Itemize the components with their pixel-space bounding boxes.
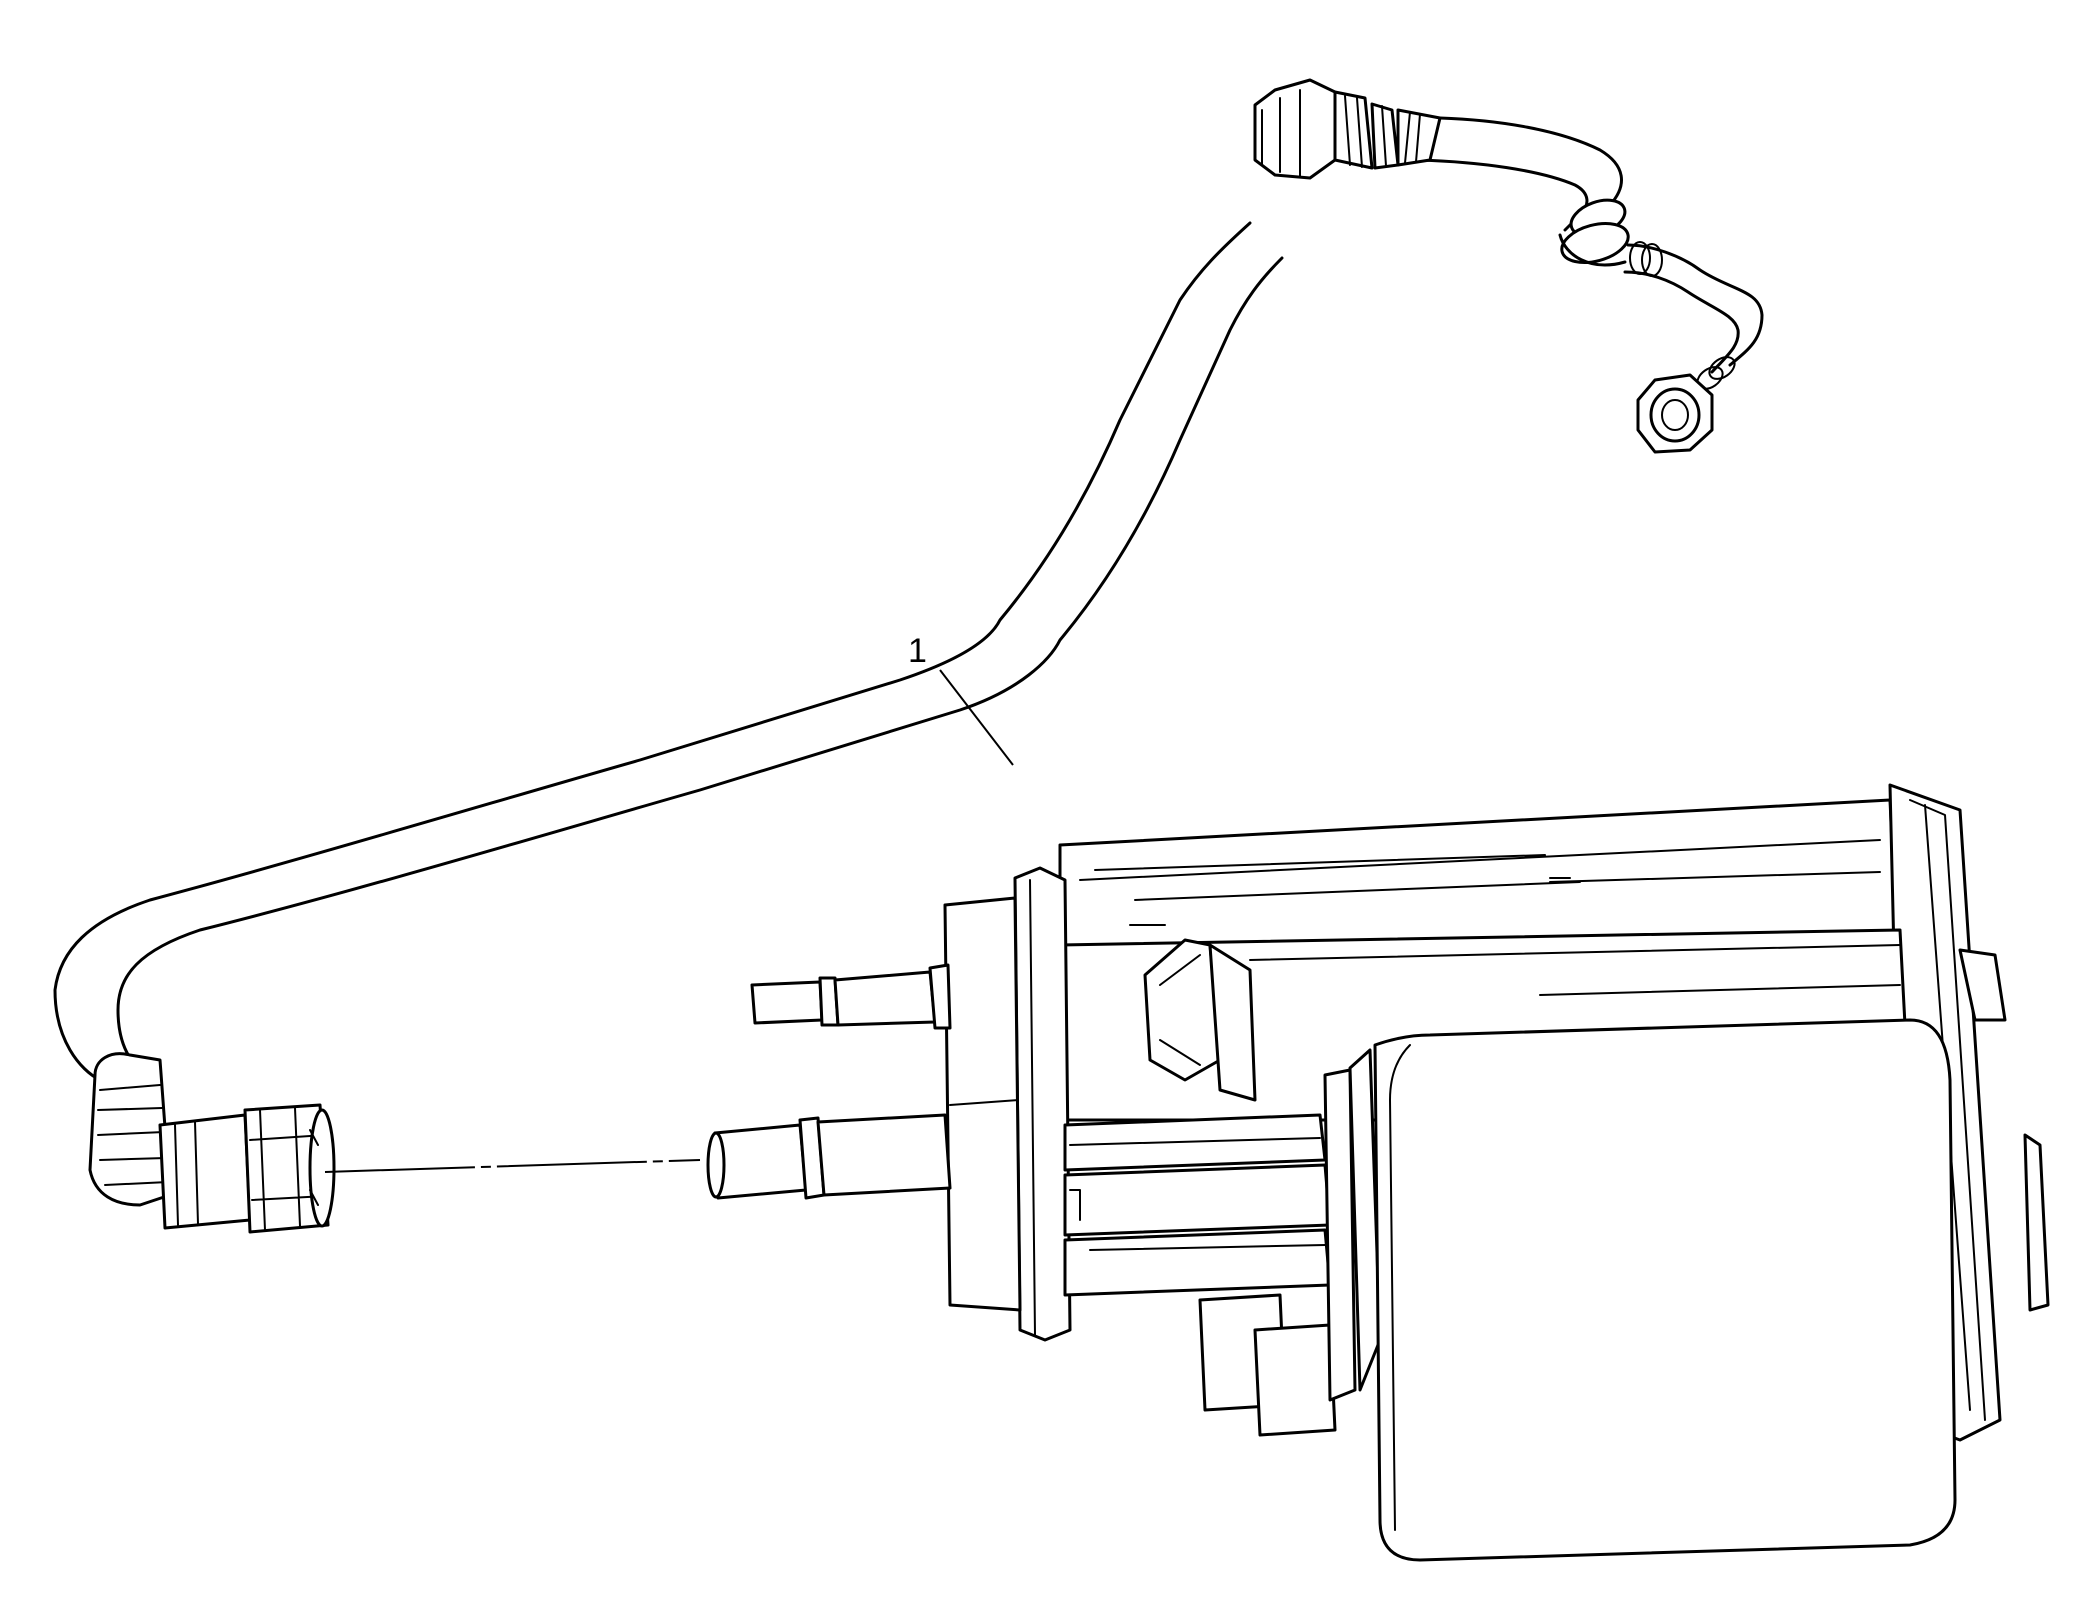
- branch-tube: [1623, 241, 1764, 390]
- alignment-dash-line: [324, 1159, 701, 1173]
- vapor-pipe: [53, 221, 1284, 1082]
- top-quick-connector: [1253, 78, 1442, 180]
- canister-quick-connector: [88, 1052, 336, 1234]
- branch-end-fitting: [1636, 373, 1714, 454]
- callout-1: 1: [908, 632, 1014, 766]
- callout-1-leader-line: [939, 669, 1014, 766]
- callout-1-label: 1: [908, 632, 927, 670]
- tee-junction: [1558, 198, 1630, 267]
- evap-canister: [706, 783, 2050, 1562]
